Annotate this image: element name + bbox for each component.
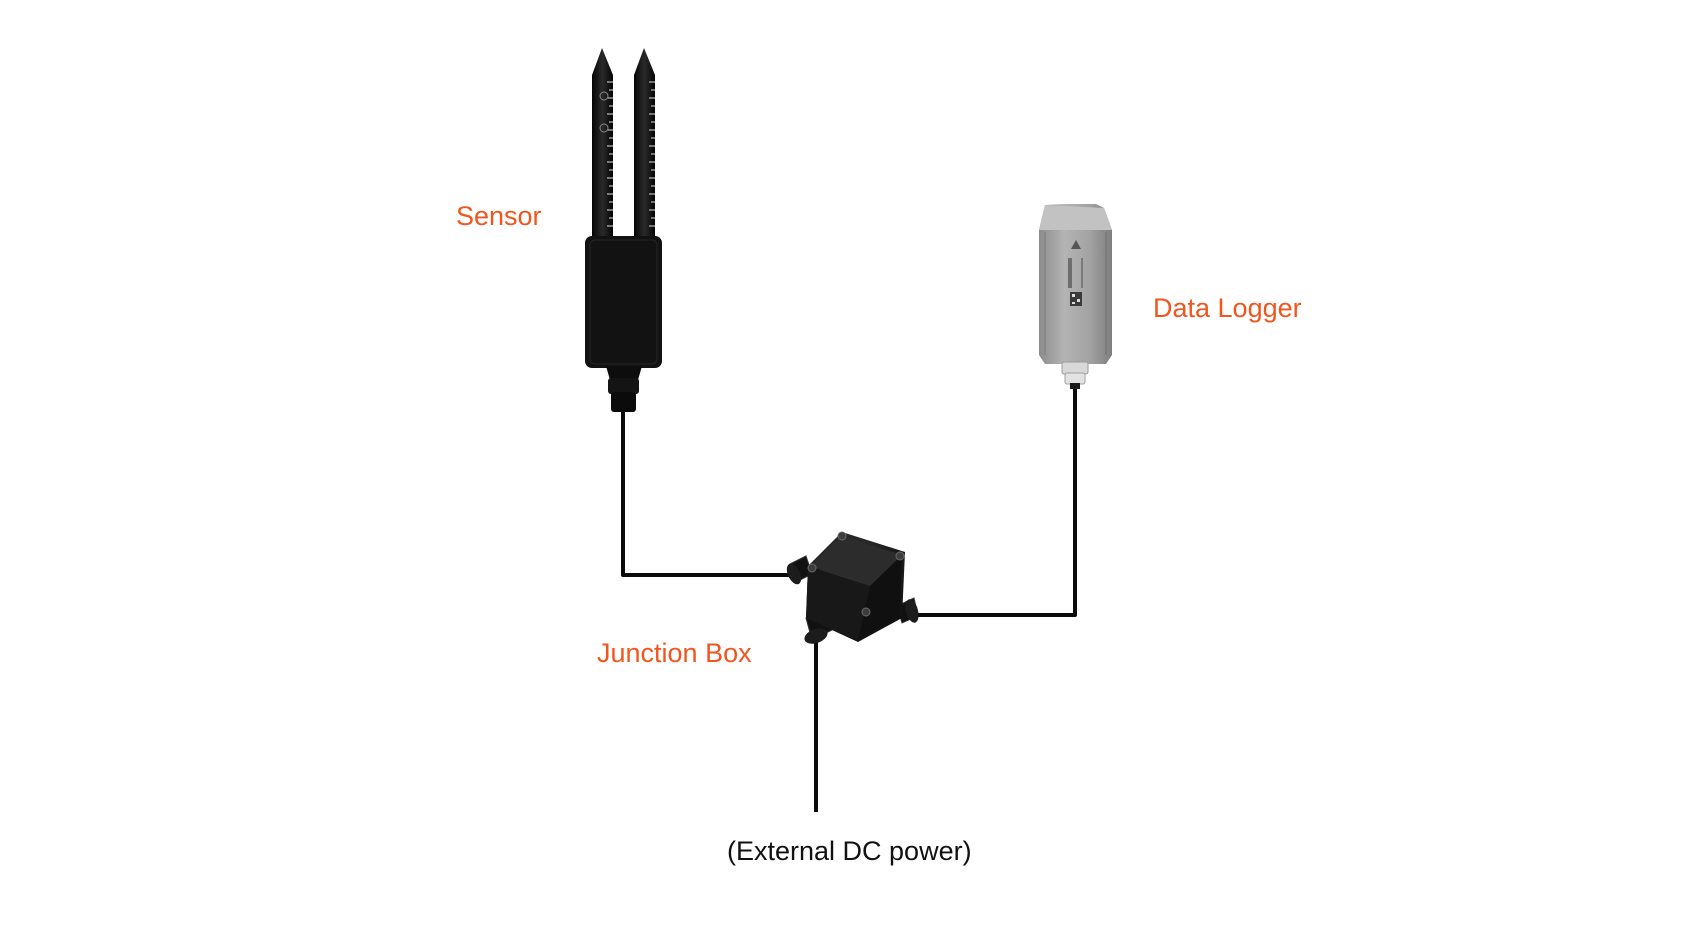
sensor-label: Sensor [456, 201, 542, 231]
data-logger-label: Data Logger [1153, 293, 1302, 323]
sensor-icon [585, 48, 662, 412]
junction-box-label: Junction Box [597, 638, 752, 668]
data-logger-icon [1039, 204, 1112, 389]
logger-cable [910, 385, 1077, 617]
external-power-label: (External DC power) [727, 836, 972, 866]
sensor-cable [621, 410, 800, 577]
junction-box-icon [786, 531, 919, 644]
cables [621, 385, 1077, 812]
